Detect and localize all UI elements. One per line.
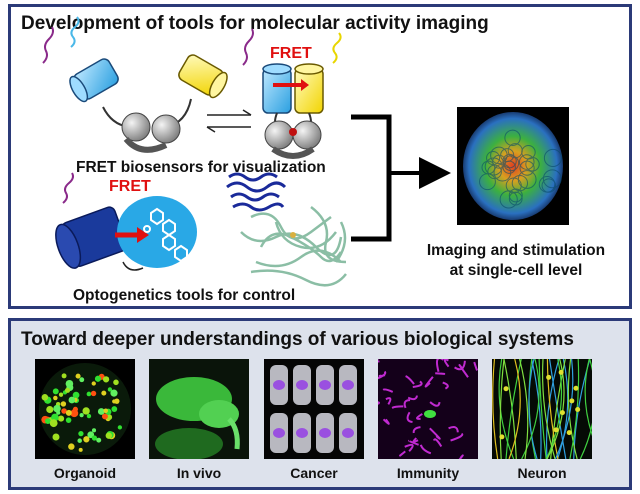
organoid-label: Organoid xyxy=(53,465,117,481)
organoid-image xyxy=(35,359,135,459)
imaging-caption-line2: at single-cell level xyxy=(449,262,583,279)
neuron-image xyxy=(492,359,592,459)
cancer-image xyxy=(264,359,364,459)
equilibrium-arrows-icon xyxy=(206,109,252,133)
closed-biosensor-icon xyxy=(242,28,342,159)
tools-panel-title: Development of tools for molecular activ… xyxy=(21,13,489,34)
fret-label-optogenetics: FRET xyxy=(109,178,151,195)
in-vivo-label: In vivo xyxy=(176,465,222,481)
immunity-image xyxy=(378,359,478,459)
applications-panel-title: Toward deeper understandings of various … xyxy=(21,329,574,350)
tools-diagram xyxy=(42,16,569,287)
optogenetics-caption: Optogenetics tools for control xyxy=(73,287,296,304)
biosensors-caption: FRET biosensors for visualization xyxy=(76,159,326,176)
in-vivo-image xyxy=(149,359,249,459)
open-biosensor-icon xyxy=(42,16,228,153)
fret-label-biosensor: FRET xyxy=(270,45,312,62)
protein-structure-image xyxy=(226,172,347,287)
tools-panel: Development of tools for molecular activ… xyxy=(8,4,632,309)
merge-bracket-arrow xyxy=(351,114,451,242)
single-cell-imaging-image xyxy=(457,107,569,225)
immunity-label: Immunity xyxy=(396,465,460,481)
neuron-label: Neuron xyxy=(517,465,567,481)
applications-panel: Toward deeper understandings of various … xyxy=(8,318,632,490)
imaging-caption-line1: Imaging and stimulation xyxy=(426,242,606,259)
optogenetics-tool-icon xyxy=(55,172,197,271)
cancer-label: Cancer xyxy=(290,465,338,481)
